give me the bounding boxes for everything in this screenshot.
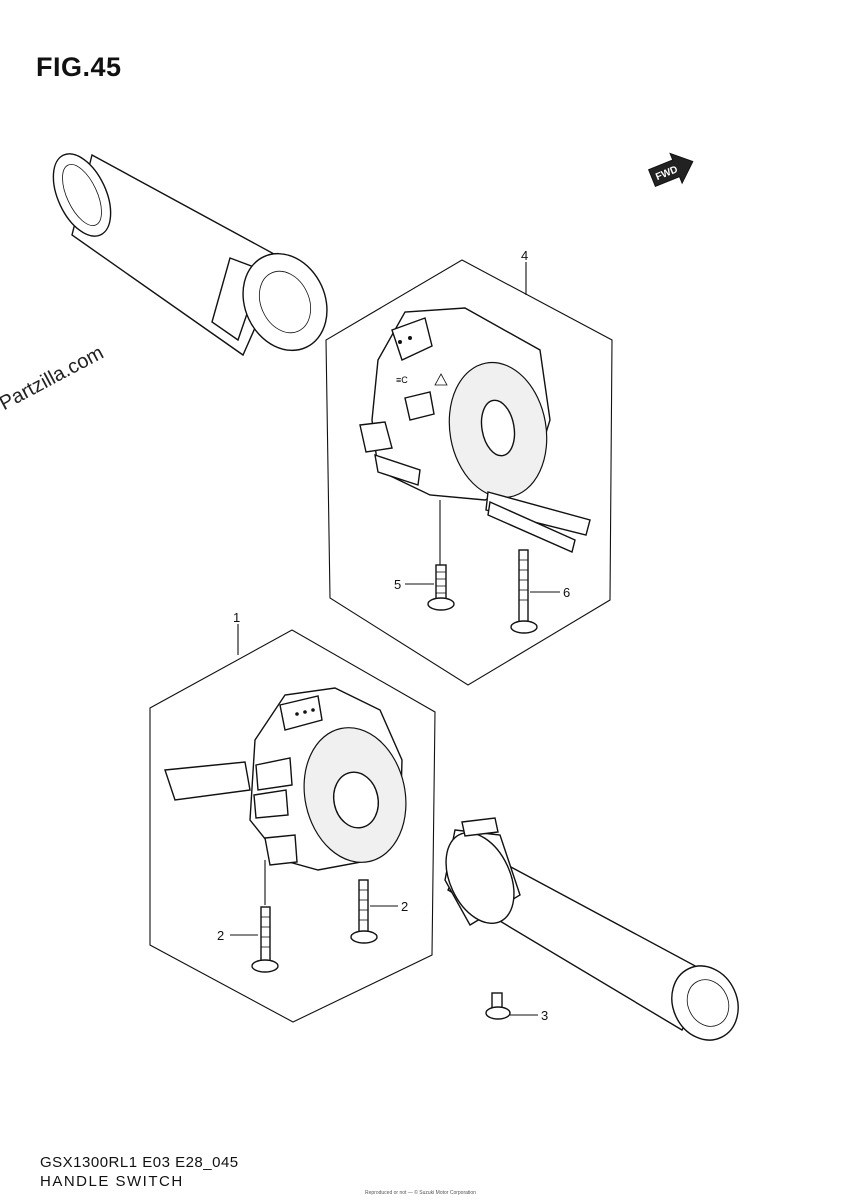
screw-3-icon xyxy=(485,992,511,1020)
screw-2-right-icon xyxy=(350,879,378,944)
callout-3: 3 xyxy=(541,1008,548,1023)
callout-6: 6 xyxy=(563,585,570,600)
svg-text:≡C: ≡C xyxy=(396,375,408,385)
assembly-frame-1 xyxy=(149,629,436,1023)
right-grip-icon xyxy=(444,817,739,1041)
left-handle-switch-icon xyxy=(164,687,407,871)
screw-6-icon xyxy=(510,549,538,634)
assembly-frame-4 xyxy=(325,259,613,686)
callout-2-left: 2 xyxy=(217,928,224,943)
screw-5-icon xyxy=(427,564,455,611)
callout-1: 1 xyxy=(233,610,240,625)
callout-5: 5 xyxy=(394,577,401,592)
callout-4: 4 xyxy=(521,248,528,263)
callout-2-right: 2 xyxy=(401,899,408,914)
fwd-arrow-icon: FWD xyxy=(647,152,694,187)
screw-2-left-icon xyxy=(251,906,279,973)
copyright-text: Reproduced or not — © Suzuki Motor Corpo… xyxy=(365,1190,476,1196)
figure-title: FIG.45 xyxy=(36,52,122,82)
section-name: HANDLE SWITCH xyxy=(40,1173,184,1190)
model-code: GSX1300RL1 E03 E28_045 xyxy=(40,1154,239,1171)
left-grip-icon xyxy=(52,153,328,357)
right-handle-switch-icon: ≡C xyxy=(359,307,591,553)
